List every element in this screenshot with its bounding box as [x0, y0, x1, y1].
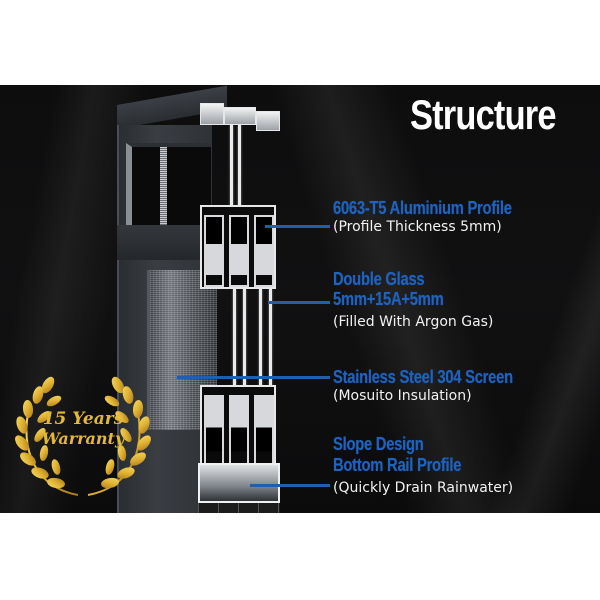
callout-line-aluminium	[265, 225, 330, 228]
profile-chamber	[254, 215, 274, 287]
profile-chamber	[254, 395, 274, 467]
profile-chamber	[229, 215, 249, 287]
callout-subtitle-aluminium: (Profile Thickness 5mm)	[333, 219, 502, 235]
callout-line-screen	[177, 376, 330, 379]
callout-title-aluminium: 6063-T5 Aluminium Profile	[333, 198, 512, 218]
slope-bottom-rail	[198, 463, 280, 503]
warranty-years-text: 15 Years	[42, 409, 124, 429]
glass-pane	[243, 289, 246, 387]
top-profile-section	[200, 103, 224, 125]
callout-title-bottom-rail-1: Slope Design	[333, 434, 424, 454]
callout-title-bottom-rail-2: Bottom Rail Profile	[333, 455, 462, 475]
glass-pane	[238, 125, 241, 207]
warranty-badge: 15 Years Warranty	[8, 373, 158, 501]
glass-pane	[230, 125, 233, 207]
callout-subtitle-glass: (Filled With Argon Gas)	[333, 314, 494, 330]
upper-window-opening	[126, 143, 211, 225]
glass-pane	[233, 289, 236, 387]
bottom-sash-profile	[200, 385, 276, 467]
laurel-wreath-icon	[15, 376, 151, 496]
callout-title-glass-2: 5mm+15A+5mm	[333, 289, 444, 309]
top-profile-section	[224, 107, 256, 125]
callout-line-bottom-rail	[250, 484, 330, 487]
glass-pane	[259, 289, 262, 387]
bottom-rail-base	[198, 503, 280, 513]
callout-line-glass	[268, 301, 330, 304]
glass-pane	[269, 289, 272, 387]
upper-screen-mesh	[160, 147, 167, 225]
warranty-label-text: Warranty	[41, 429, 125, 448]
callout-title-screen: Stainless Steel 304 Screen	[333, 367, 513, 387]
callout-title-glass-1: Double Glass	[333, 269, 425, 289]
top-profile-section	[256, 111, 280, 131]
profile-chamber	[204, 395, 224, 467]
callout-subtitle-screen: (Mosuito Insulation)	[333, 388, 472, 404]
profile-chamber	[229, 395, 249, 467]
product-structure-panel: Structure 6063-T5 Aluminium Profile (Pro…	[0, 85, 600, 513]
profile-chamber	[204, 215, 224, 287]
page-title: Structure	[410, 91, 557, 138]
sash-profile-section	[200, 205, 276, 289]
callout-subtitle-bottom-rail: (Quickly Drain Rainwater)	[333, 480, 514, 496]
